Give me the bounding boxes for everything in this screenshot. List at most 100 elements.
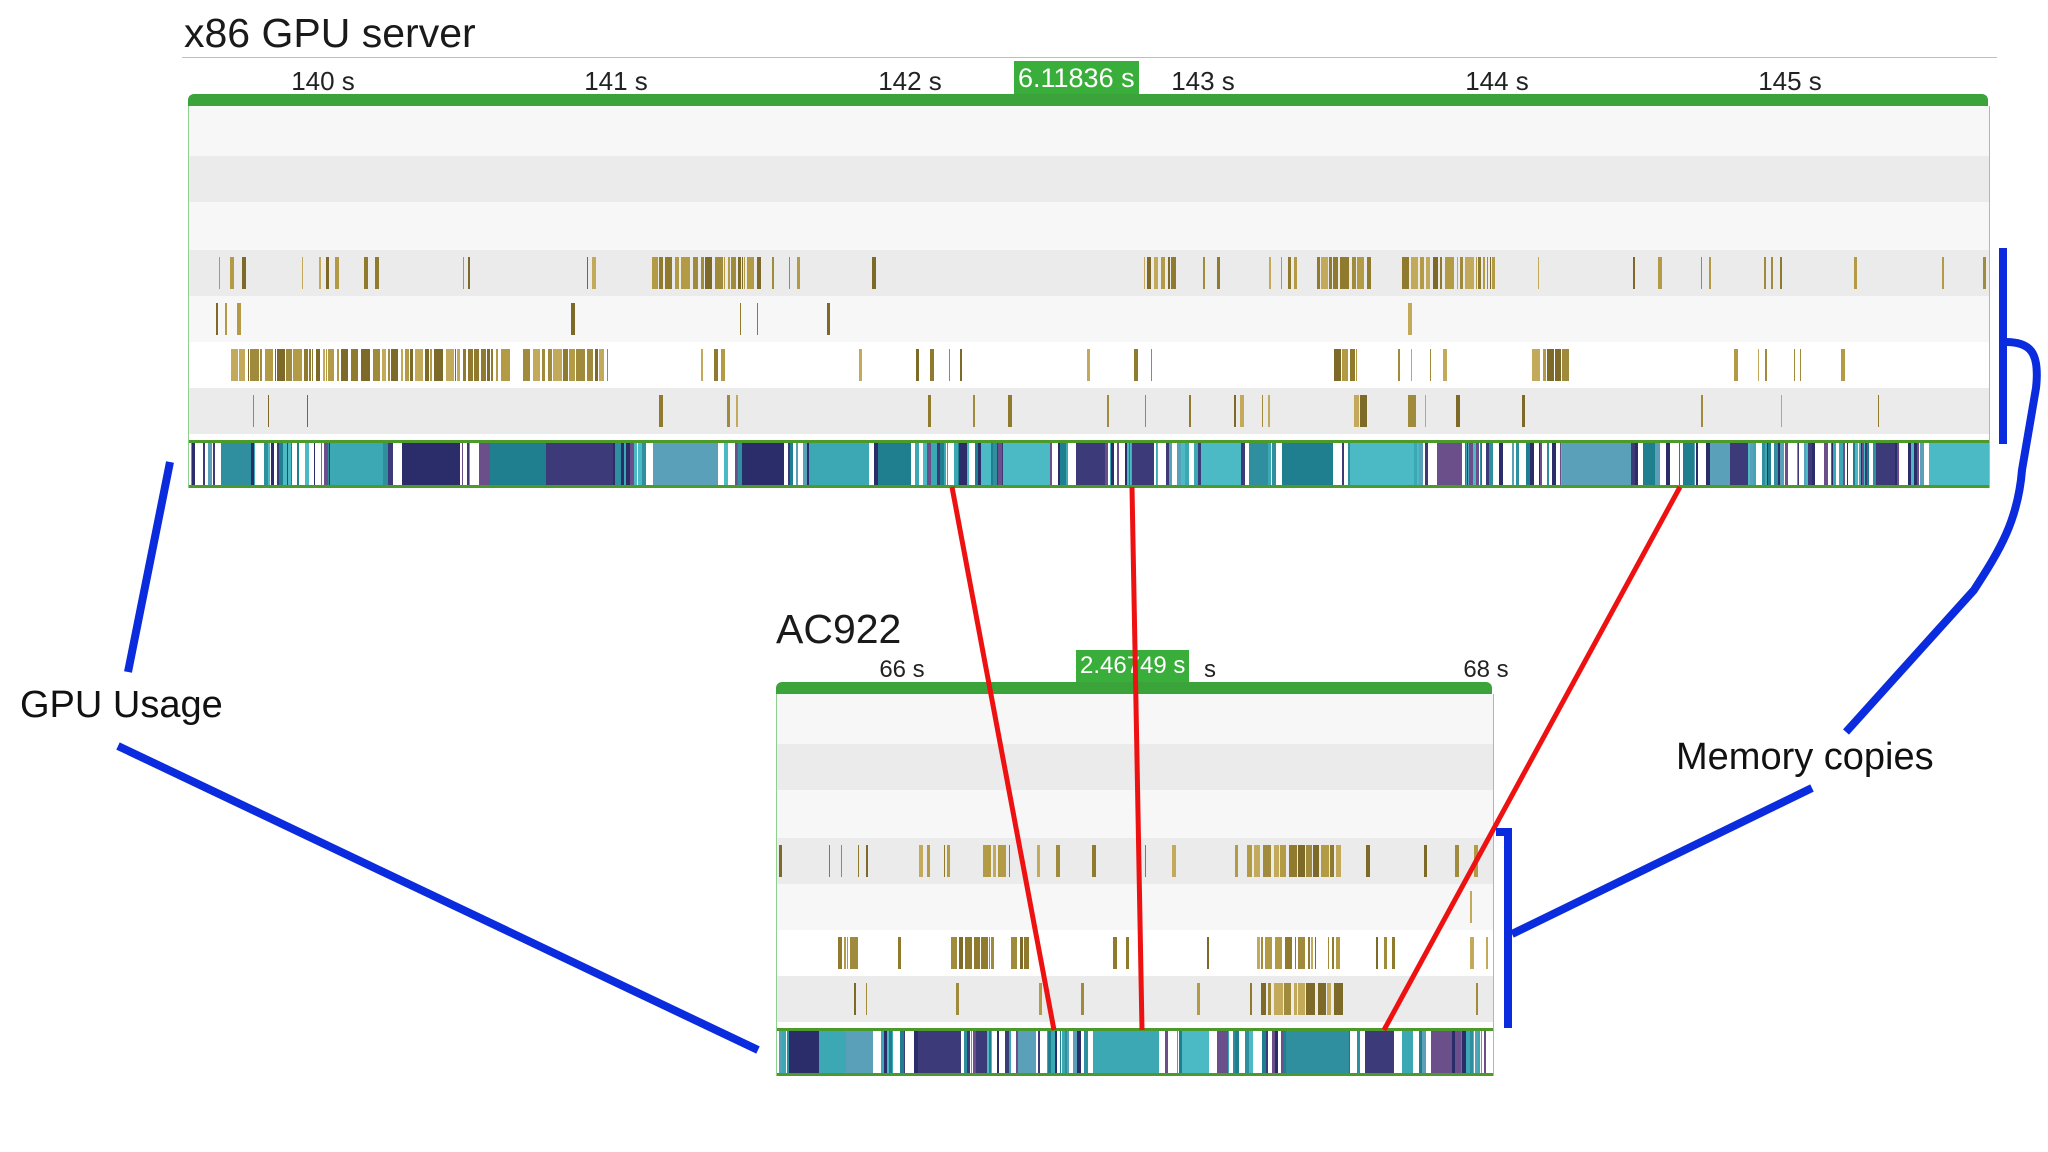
bottom-timeline-panel[interactable]: gpu-usage-track (776, 694, 1494, 1076)
gpu-kernel-event (1357, 1031, 1360, 1073)
memcpy-track-row (777, 976, 1493, 1022)
memory-copies-annotation: Memory copies (1676, 736, 1934, 778)
bottom-cursor-time-badge[interactable]: 2.46749 s (1076, 650, 1190, 682)
memcpy-event (1294, 257, 1297, 289)
gpu-kernel-event (1843, 443, 1845, 485)
gpu-kernel-event (1417, 443, 1419, 485)
memcpy-event (1295, 937, 1296, 969)
memcpy-event (1217, 257, 1220, 289)
axis-tick: 68 s (1463, 656, 1509, 683)
memcpy-event (1328, 937, 1329, 969)
gpu-kernel-event (981, 443, 991, 485)
gpu-kernel-event (1468, 443, 1469, 485)
gpu-kernel-event (1774, 443, 1778, 485)
gpu-kernel-event (1410, 1031, 1413, 1073)
gpu-kernel-event (1390, 1031, 1394, 1073)
memcpy-event (1366, 845, 1370, 877)
gpu-kernel-event (986, 1031, 987, 1073)
bottom-range-selection-bar[interactable] (776, 682, 1492, 694)
gpu-kernel-event (787, 1031, 789, 1073)
memcpy-event (1522, 395, 1525, 427)
memcpy-event (277, 349, 285, 381)
memcpy-event (382, 349, 386, 381)
memcpy-event (1011, 937, 1017, 969)
memcpy-event (553, 349, 562, 381)
memcpy-event (1983, 257, 1986, 289)
memcpy-event (1392, 937, 1395, 969)
gpu-kernel-event (277, 443, 279, 485)
gpu-kernel-event (1038, 1031, 1040, 1073)
axis-tick: 144 s (1465, 66, 1529, 96)
memcpy-event (563, 349, 568, 381)
top-timeline-title: x86 GPU server (184, 10, 476, 56)
gpu-kernel-event (387, 443, 388, 485)
memcpy-event (959, 937, 963, 969)
memcpy-event (463, 257, 464, 289)
gpu-kernel-event (1465, 443, 1466, 485)
gpu-kernel-event (940, 443, 944, 485)
memcpy-event (1298, 937, 1305, 969)
memcpy-track-row (777, 930, 1493, 976)
memcpy-event (960, 349, 962, 381)
gpu-kernel-event (1005, 1031, 1009, 1073)
memcpy-event (576, 349, 585, 381)
memcpy-event (898, 937, 901, 969)
gpu-kernel-event (1547, 443, 1549, 485)
memcpy-event (1532, 349, 1540, 381)
memcpy-event (747, 257, 754, 289)
memcpy-event (973, 395, 975, 427)
memcpy-event (1476, 983, 1478, 1015)
gpu-kernel-event (1067, 1031, 1069, 1073)
gpu-kernel-event (967, 1031, 970, 1073)
memcpy-event (789, 257, 790, 289)
memcpy-event (468, 349, 473, 381)
gpu-kernel-event (1696, 443, 1698, 485)
top-range-selection-bar[interactable] (188, 94, 1988, 106)
axis-tick: 140 s (291, 66, 355, 96)
gpu-kernel-event (967, 443, 969, 485)
memcpy-event (1457, 257, 1458, 289)
track-row (777, 790, 1493, 838)
gpu-kernel-event (1047, 1031, 1048, 1073)
gpu-kernel-event (1562, 443, 1564, 485)
gpu-kernel-event (1768, 443, 1771, 485)
gpu-kernel-event (1762, 443, 1765, 485)
gpu-kernel-event (1484, 1031, 1486, 1073)
gpu-kernel-event (1710, 443, 1730, 485)
memcpy-event (364, 257, 368, 289)
memcpy-event (1562, 349, 1569, 381)
memcpy-event (1235, 845, 1238, 877)
memcpy-event (1092, 845, 1096, 877)
gpu-kernel-event (690, 443, 718, 485)
memcpy-event (599, 349, 604, 381)
memcpy-event (260, 349, 262, 381)
memcpy-event (1315, 937, 1316, 969)
memcpy-event (858, 845, 859, 877)
gpu-kernel-event (779, 1031, 782, 1073)
gpu-kernel-event (1706, 443, 1710, 485)
memcpy-event (724, 257, 725, 289)
memcpy-event (1274, 983, 1283, 1015)
gpu-kernel-event (1489, 443, 1493, 485)
gpu-kernel-event (1897, 443, 1899, 485)
top-timeline-panel[interactable]: gpu-usage-track (188, 106, 1990, 488)
gpu-kernel-event (1452, 1031, 1455, 1073)
gpu-kernel-event (987, 1031, 989, 1073)
gpu-kernel-event (283, 443, 287, 485)
gpu-kernel-event (1157, 443, 1158, 485)
memcpy-event (1658, 257, 1662, 289)
top-cursor-time-badge[interactable]: 6.11836 s (1014, 61, 1139, 95)
memcpy-event (1408, 303, 1412, 335)
memcpy-event (341, 349, 348, 381)
gpu-kernel-event (1073, 1031, 1077, 1073)
gpu-kernel-event (630, 443, 634, 485)
gpu-kernel-event (1422, 1031, 1426, 1073)
gpu-kernel-event (1182, 1031, 1185, 1073)
memcpy-event (974, 937, 980, 969)
memcpy-event (1701, 395, 1703, 427)
gpu-kernel-event (1282, 443, 1333, 485)
gpu-kernel-event (959, 443, 963, 485)
memcpy-event (947, 845, 950, 877)
axis-tick: 145 s (1758, 66, 1822, 96)
gpu-kernel-event (973, 1031, 976, 1073)
